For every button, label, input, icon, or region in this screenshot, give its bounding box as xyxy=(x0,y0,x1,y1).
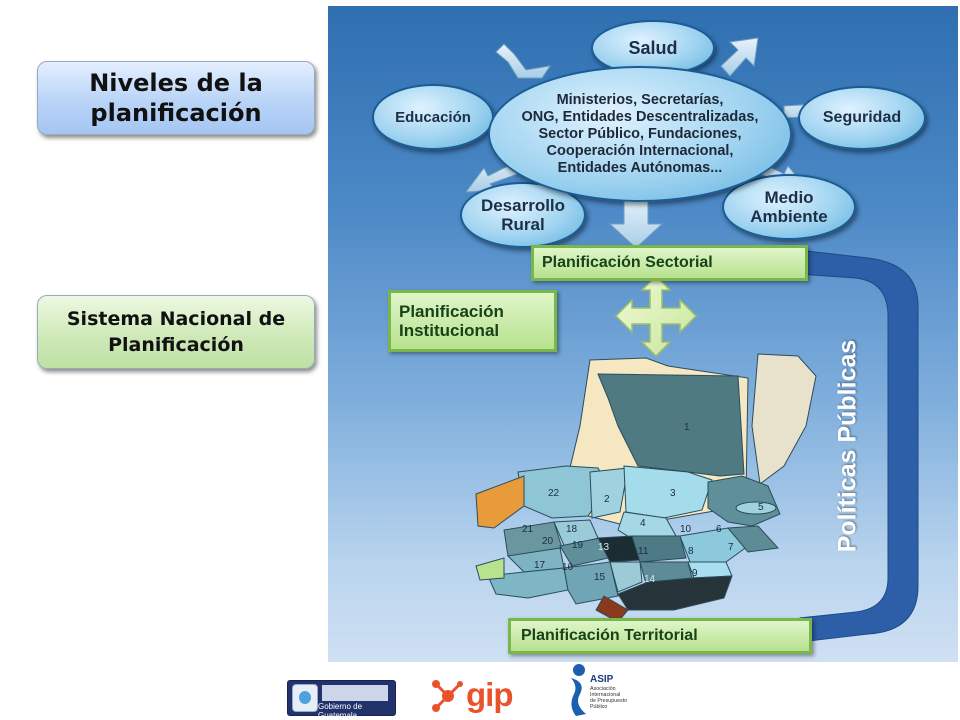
planificacion-sectorial-box: Planificación Sectorial xyxy=(531,245,808,281)
actors-line-3: Sector Público, Fundaciones, xyxy=(538,125,742,142)
planificacion-institucional-box: Planificación Institucional xyxy=(388,290,557,352)
actors-text: Ministerios, Secretarías, ONG, Entidades… xyxy=(522,92,759,177)
palace-building-icon xyxy=(322,685,388,701)
actors-center-ellipse: Ministerios, Secretarías, ONG, Entidades… xyxy=(488,66,792,202)
dept-13: 13 xyxy=(598,542,610,553)
desarrollo-rural-label: Desarrollo Rural xyxy=(481,196,565,234)
medio-ambiente-oval: Medio Ambiente xyxy=(722,174,856,240)
dept-3: 3 xyxy=(670,488,676,499)
dept-9: 9 xyxy=(692,568,698,579)
gobierno-logo-text: Gobierno de Guatemala xyxy=(318,702,363,720)
planificacion-territorial-label: Planificación Territorial xyxy=(521,627,698,644)
dept-16: 16 xyxy=(562,562,574,573)
salud-label: Salud xyxy=(628,37,678,58)
agip-symbol-icon xyxy=(432,680,463,712)
dept-2: 2 xyxy=(604,494,610,505)
planificacion-word: Planificación xyxy=(399,302,504,321)
desarrollo-word: Desarrollo xyxy=(480,196,566,215)
seguridad-oval: Seguridad xyxy=(798,86,926,150)
seguridad-label: Seguridad xyxy=(822,109,902,126)
dept-22: 22 xyxy=(548,488,560,499)
dept-6: 6 xyxy=(716,524,722,535)
guatemala-map xyxy=(475,353,817,623)
planning-diagram-panel: Salud Educación Seguridad Desarrollo Rur… xyxy=(328,6,958,662)
gobierno-guatemala-logo: Gobierno de Guatemala xyxy=(287,680,396,720)
asip-sub-3: de Presupuesto xyxy=(590,698,628,704)
dept-1: 1 xyxy=(684,422,690,433)
ambiente-word: Ambiente xyxy=(750,207,828,226)
asip-figure-icon xyxy=(571,664,586,716)
actors-line-2: ONG, Entidades Descentralizadas, xyxy=(521,108,759,125)
dept-18: 18 xyxy=(566,524,578,535)
agip-logo-text: gip xyxy=(466,676,513,713)
dept-20: 20 xyxy=(542,536,554,547)
bidirectional-cross-arrow xyxy=(614,274,698,358)
asip-logo: ASIP Asociación Internacional de Presupu… xyxy=(568,662,648,718)
actors-line-1: Ministerios, Secretarías, xyxy=(556,91,724,108)
dept-4: 4 xyxy=(640,518,646,529)
asip-logo-text: ASIP xyxy=(590,674,614,685)
guatemala-coat-of-arms-icon xyxy=(292,684,318,712)
rural-word: Rural xyxy=(501,215,545,234)
sistema-nacional-box: Sistema Nacional de Planificación xyxy=(37,295,315,369)
dept-21: 21 xyxy=(522,524,534,535)
planificacion-sectorial-label: Planificación Sectorial xyxy=(542,254,713,271)
educacion-oval: Educación xyxy=(372,84,494,150)
dept-11: 11 xyxy=(638,546,649,557)
dept-5: 5 xyxy=(758,502,764,513)
dept-14: 14 xyxy=(644,574,656,585)
politicas-publicas-label: Políticas Públicas xyxy=(833,339,862,553)
asip-sub-2: Internacional xyxy=(590,692,621,698)
educacion-label: Educación xyxy=(395,108,471,126)
dept-7: 7 xyxy=(728,542,734,553)
planificacion-institucional-label: Planificación Institucional xyxy=(399,302,504,340)
niveles-planificacion-label: Niveles de la planificación xyxy=(89,69,263,127)
asip-subtitle: Asociación Internacional de Presupuesto … xyxy=(590,686,627,710)
asip-sub-1: Asociación xyxy=(590,686,616,692)
agip-logo: gip xyxy=(430,676,534,716)
niveles-planificacion-box: Niveles de la planificación xyxy=(37,61,315,135)
institucional-word: Institucional xyxy=(399,321,500,340)
medio-ambiente-label: Medio Ambiente xyxy=(750,188,827,226)
dept-12: 12 xyxy=(616,550,628,561)
planificacion-territorial-box: Planificación Territorial xyxy=(508,618,812,654)
dept-10: 10 xyxy=(680,524,692,535)
actors-line-4: Cooperación Internacional, xyxy=(546,142,734,159)
asip-sub-4: Público xyxy=(590,704,608,710)
dept-19: 19 xyxy=(572,540,584,551)
dept-8: 8 xyxy=(688,546,694,557)
medio-word: Medio xyxy=(764,188,814,207)
dept-17: 17 xyxy=(534,560,546,571)
politicas-bracket xyxy=(797,249,919,643)
actors-line-5: Entidades Autónomas... xyxy=(557,159,723,176)
dept-15: 15 xyxy=(594,572,606,583)
sistema-nacional-label: Sistema Nacional de Planificación xyxy=(66,308,286,356)
